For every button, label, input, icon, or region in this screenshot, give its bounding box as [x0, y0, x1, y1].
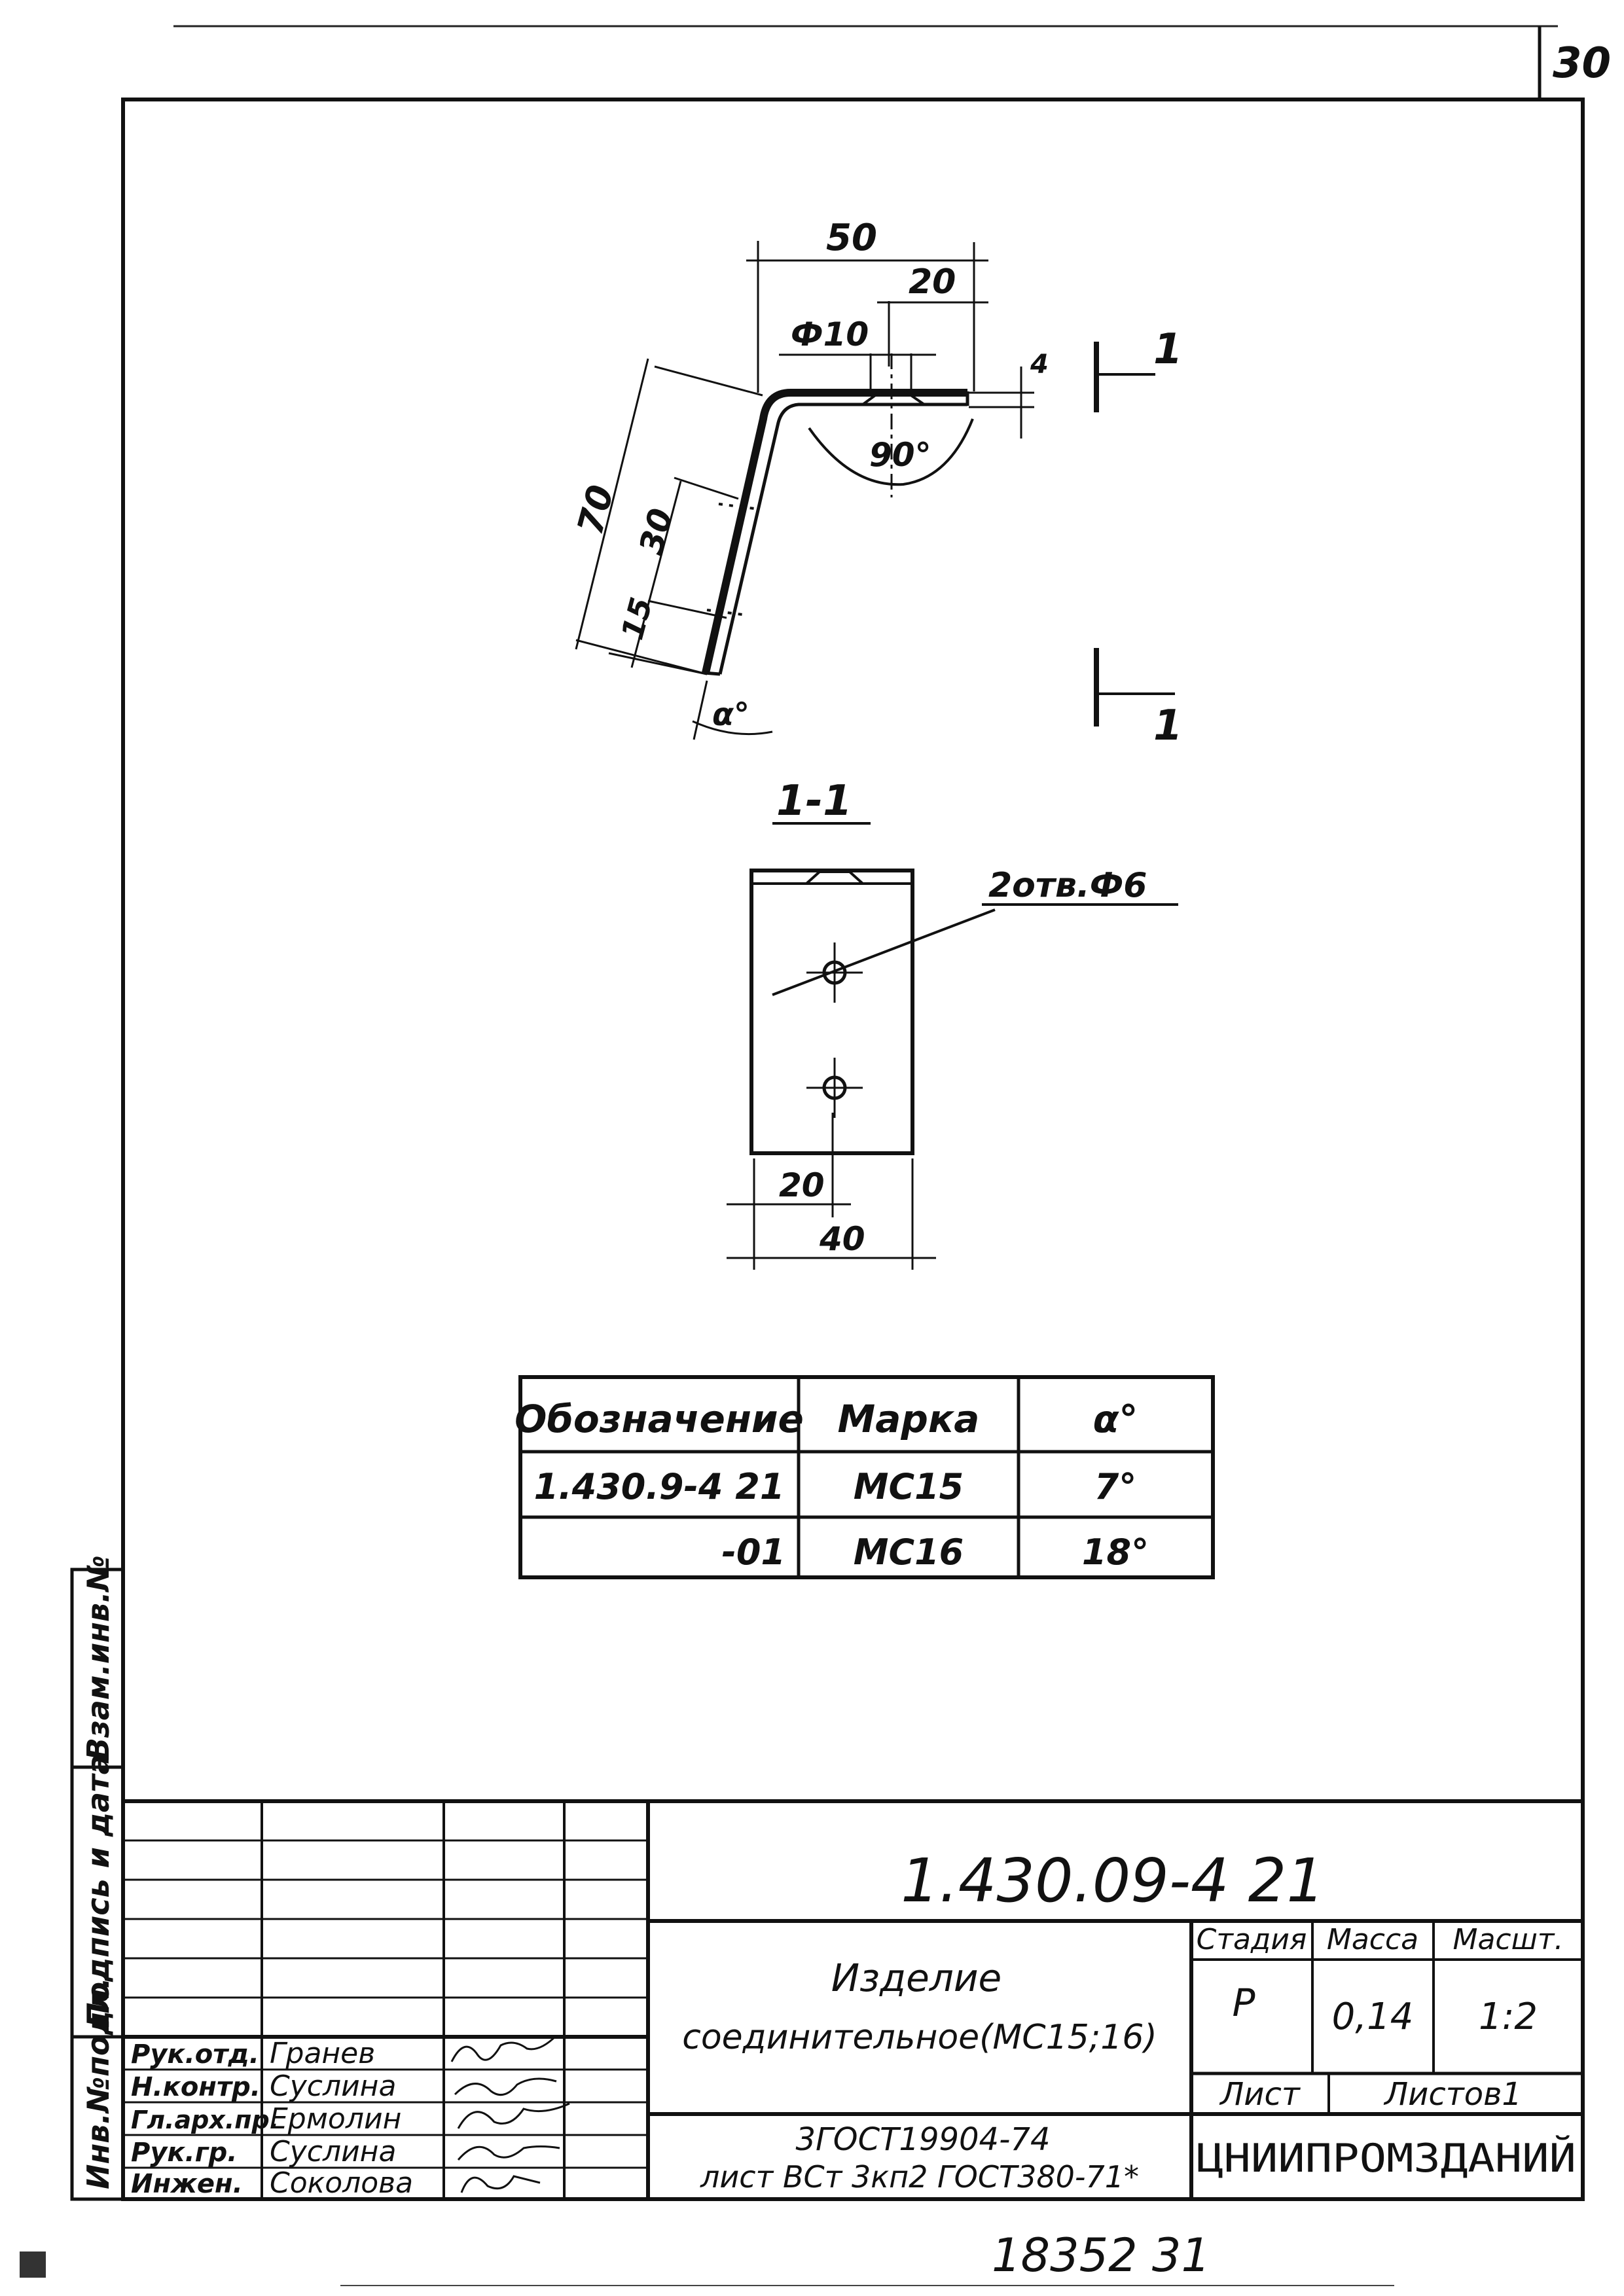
mass-header: Масса: [1327, 1923, 1418, 1956]
signatures: [450, 2034, 570, 2193]
spec-table: [518, 1375, 1215, 1579]
material-line1: 3ГОСТ19904-74: [796, 2121, 1051, 2158]
staff-name-2: Суслина: [270, 2070, 396, 2103]
dim-50: 50: [826, 217, 877, 259]
signature-4: [457, 2145, 560, 2161]
side-podp-data: Подпись и дата: [81, 1754, 116, 2028]
spec-row1-designation: 1.430.9-4 21: [534, 1466, 785, 1507]
side-vzam-inv: Взам.инв.№: [81, 1555, 116, 1761]
staff-role-5: Инжен.: [131, 2169, 243, 2199]
side-stamp-text: Инв.№подл. Подпись и дата Взам.инв.№: [81, 1555, 116, 2189]
material-line2: лист ВСт 3кп2 ГОСТ380-71*: [700, 2159, 1139, 2195]
staff-role-2: Н.контр.: [131, 2072, 261, 2102]
dim-20-bottom: 20: [779, 1166, 825, 1204]
section-labels: 1-1 2отв.Ф6 20 40: [776, 777, 1147, 1258]
item-name-line2: соединительное(МС15;16): [682, 2018, 1157, 2057]
drawing-code: 1.430.09-4 21: [901, 1846, 1325, 1916]
spec-header-alpha: α°: [1093, 1397, 1138, 1441]
section-mark-bottom: 1: [1153, 702, 1183, 750]
side-inv-podl: Инв.№подл.: [81, 1977, 116, 2189]
section-view: [727, 822, 1178, 1270]
dim-15: 15: [614, 594, 659, 643]
spec-row2-designation: -01: [721, 1532, 785, 1573]
dim-70: 70: [569, 480, 622, 539]
spec-table-text: Обозначение Марка α° 1.430.9-4 21 МС15 7…: [514, 1397, 1149, 1573]
signature-2: [454, 2077, 557, 2096]
dim-4: 4: [1030, 350, 1049, 380]
staff-role-1: Рук.отд.: [131, 2039, 259, 2070]
side-stamp: [70, 1568, 125, 2201]
scale-header: Масшт.: [1453, 1923, 1564, 1956]
corner-scan-mark: [20, 2251, 46, 2278]
dim-20-top: 20: [909, 262, 956, 302]
part-dimensions: 50 20 Ф10 4 90° 70 30 15 α° 1 1: [569, 217, 1183, 750]
staff-role-3: Гл.арх.пр.: [131, 2106, 279, 2134]
spec-row2-mark: МС16: [854, 1532, 964, 1573]
main-frame: [121, 98, 1585, 2201]
spec-row1-alpha: 7°: [1094, 1466, 1137, 1507]
staff-name-4: Суслина: [270, 2135, 396, 2168]
holes-label: 2отв.Ф6: [988, 866, 1147, 905]
staff-name-5: Соколова: [270, 2166, 413, 2200]
dim-30: 30: [632, 505, 681, 558]
staff-name-3: Ермолин: [270, 2102, 401, 2136]
page-number: 30: [1553, 39, 1611, 88]
angle-arc-90: [808, 418, 974, 486]
plate-profile: [702, 389, 967, 674]
spec-row2-alpha: 18°: [1082, 1532, 1149, 1573]
leader-holes: [772, 908, 996, 996]
spec-header-designation: Обозначение: [514, 1397, 804, 1441]
spec-row1-mark: МС15: [854, 1466, 964, 1507]
part-view: [575, 241, 1175, 740]
title-block-text: 1.430.09-4 21 Изделие соединительное(МС1…: [131, 1846, 1576, 2200]
alpha-angle: α°: [712, 696, 749, 733]
signature-1: [450, 2034, 558, 2062]
sheet-label: Лист: [1219, 2076, 1301, 2113]
mass-value: 0,14: [1332, 1996, 1414, 2038]
scale-value: 1:2: [1479, 1996, 1538, 2038]
signature-3: [457, 2102, 570, 2129]
section-title: 1-1: [776, 777, 852, 825]
organization: ЦНИИПРОМЗДАНИЙ: [1197, 2134, 1576, 2181]
dim-90: 90°: [869, 436, 931, 474]
section-plate: [749, 869, 914, 1155]
staff-role-4: Рук.гр.: [131, 2138, 237, 2168]
signature-5: [460, 2175, 541, 2193]
stage-header: Стадия: [1197, 1923, 1307, 1956]
section-mark-top: 1: [1153, 325, 1183, 374]
sheets-label: Листов1: [1383, 2076, 1522, 2113]
title-block-lines: [123, 1799, 1583, 2199]
item-name-line1: Изделие: [831, 1956, 1001, 2000]
spec-header-mark: Марка: [838, 1397, 980, 1441]
plate-profile-inner: [718, 403, 967, 675]
dim-d10: Ф10: [791, 315, 869, 353]
staff-name-1: Гранев: [270, 2037, 375, 2070]
stage-value: Р: [1233, 1981, 1255, 2025]
archive-number: 18352 31: [992, 2229, 1210, 2282]
dim-40: 40: [819, 1220, 865, 1258]
